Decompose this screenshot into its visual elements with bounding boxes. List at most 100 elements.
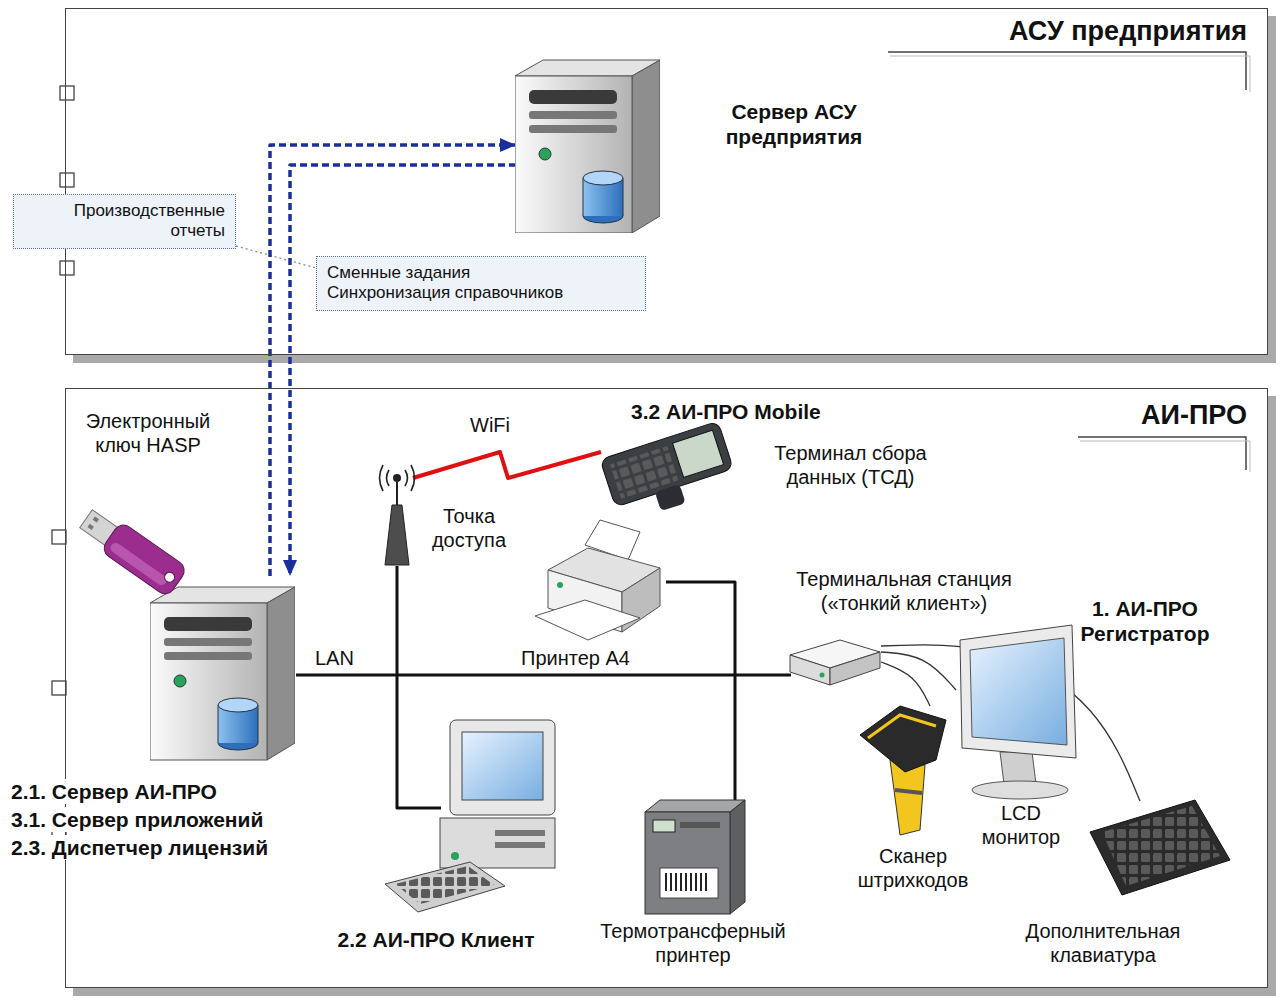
device-cable [881,662,930,706]
device-box: Термотрансферный принтер [641,801,746,916]
panel-heading: АСУ предприятия [889,15,1247,47]
note-box: Сменные заданияСинхронизация справочнико… [316,256,646,311]
lan-wire [666,582,735,801]
drawing-part [60,261,74,275]
device-caption: 2.1. Сервер АИ-ПРО [9,779,219,804]
drawing-part [450,720,555,815]
drawing-part [673,430,724,477]
leader-line [236,246,316,268]
thermal-printer-icon [645,800,745,914]
drawing-part [495,830,545,836]
system-panel: АИ-ПРО Электронный ключ HASP2.1. Сервер А… [65,388,1268,988]
drawing-part [860,706,946,772]
drawing-part [655,484,686,511]
heading-bracket [888,52,1246,470]
heading-bracket-shade [890,56,1250,472]
drawing-part [87,524,93,530]
drawing-part [163,570,177,584]
device-box: LCD монитор [956,626,1081,796]
panel-ground [65,8,1268,355]
drawing-part [557,582,563,588]
drawing-part [820,673,825,678]
drawing-part [1102,806,1220,886]
drawing-part [93,516,99,522]
drawing-part [395,866,494,904]
device-box: Точка доступа [379,463,413,566]
device-caption: 2.3. Диспетчер лицензий [9,835,270,860]
device-box: Электронный ключ HASP [106,506,191,616]
drawing-part [393,474,401,482]
link-label: LAN [315,646,354,670]
device-box: Дополнительная клавиатура [1091,801,1231,896]
drawing-part [653,820,675,832]
drawing-part [451,852,459,860]
drawing-part [396,482,398,505]
lan-wire [397,566,441,808]
drawing-part [380,465,415,491]
drawing-part [60,86,74,100]
panel-heading: АИ-ПРО [1079,399,1247,431]
drawing-part [495,842,545,848]
drawing-part [660,868,718,898]
panel-ground [65,388,1268,988]
device-caption: Сервер АСУ предприятия [699,99,889,149]
link-label: WiFi [470,413,510,437]
device-box: 2.2 АИ-ПРО Клиент [441,719,561,881]
device-caption: Термотрансферный принтер [593,919,793,967]
drawing-part [680,822,720,828]
data-terminal-icon [600,421,739,524]
drawing-part [890,56,1250,92]
drawing-part [888,52,1246,90]
drawing-part [60,173,74,187]
drawing-part [895,790,922,793]
lan-wire [296,674,791,677]
device-caption: Терминал сбора данных (ТСД) [743,441,958,489]
data-exchange-arrow [290,165,516,576]
data-exchange-arrow [270,145,516,576]
drawing-part [1090,800,1230,895]
drawing-part [730,800,745,914]
device-caption: 3.1. Сервер приложений [9,807,265,832]
server-box: Сервер АСУ предприятия [516,59,661,234]
drawing-part [462,732,543,800]
device-caption: 2.2 АИ-ПРО Клиент [286,927,586,952]
drawing-part [1078,437,1246,470]
device-cable [881,652,956,690]
note-text: Производственные отчеты [50,201,225,242]
device-box: 3.2 АИ-ПРО MobileТерминал сбора данных (… [601,431,736,503]
lcd-monitor-icon [960,625,1076,799]
drawing-part [535,600,640,640]
drawing-part [440,818,555,868]
scanner-icon [860,706,946,835]
note-text: Сменные задания [327,263,635,283]
drawing-part [1080,441,1250,472]
drawing-part [52,681,66,695]
device-caption: Сканер штрихкодов [843,844,983,892]
server-icon [515,60,660,233]
device-box: Принтер А4 [536,521,666,641]
device-caption: Дополнительная клавиатура [993,919,1213,967]
device-caption: 3.2 АИ-ПРО Mobile [631,399,821,424]
device-caption: Терминальная станция («тонкий клиент») [779,567,1029,615]
drawing-part [970,638,1067,745]
drawing-part [645,800,745,812]
drawing-part [100,521,188,598]
drawing-part [109,541,169,587]
drawing-part [1000,752,1036,784]
note-text: Синхронизация справочников [327,283,635,303]
server-box: 2.1. Сервер АИ-ПРО3.1. Сервер приложений… [151,576,296,771]
system-panel: АСУ предприятияСервер АСУ предприятияПро… [65,8,1268,355]
thin-client-icon [790,640,880,685]
drawing-part [52,530,66,544]
drawing-part [385,862,505,912]
client-pc-icon [385,720,555,912]
device-caption: Принтер А4 [521,646,630,670]
drawing-part [645,812,730,914]
hasp-key-icon [76,504,188,598]
drawing-part [972,781,1068,799]
drawing-part [790,655,830,685]
drawing-part [960,625,1076,758]
device-caption: Точка доступа [421,504,517,552]
